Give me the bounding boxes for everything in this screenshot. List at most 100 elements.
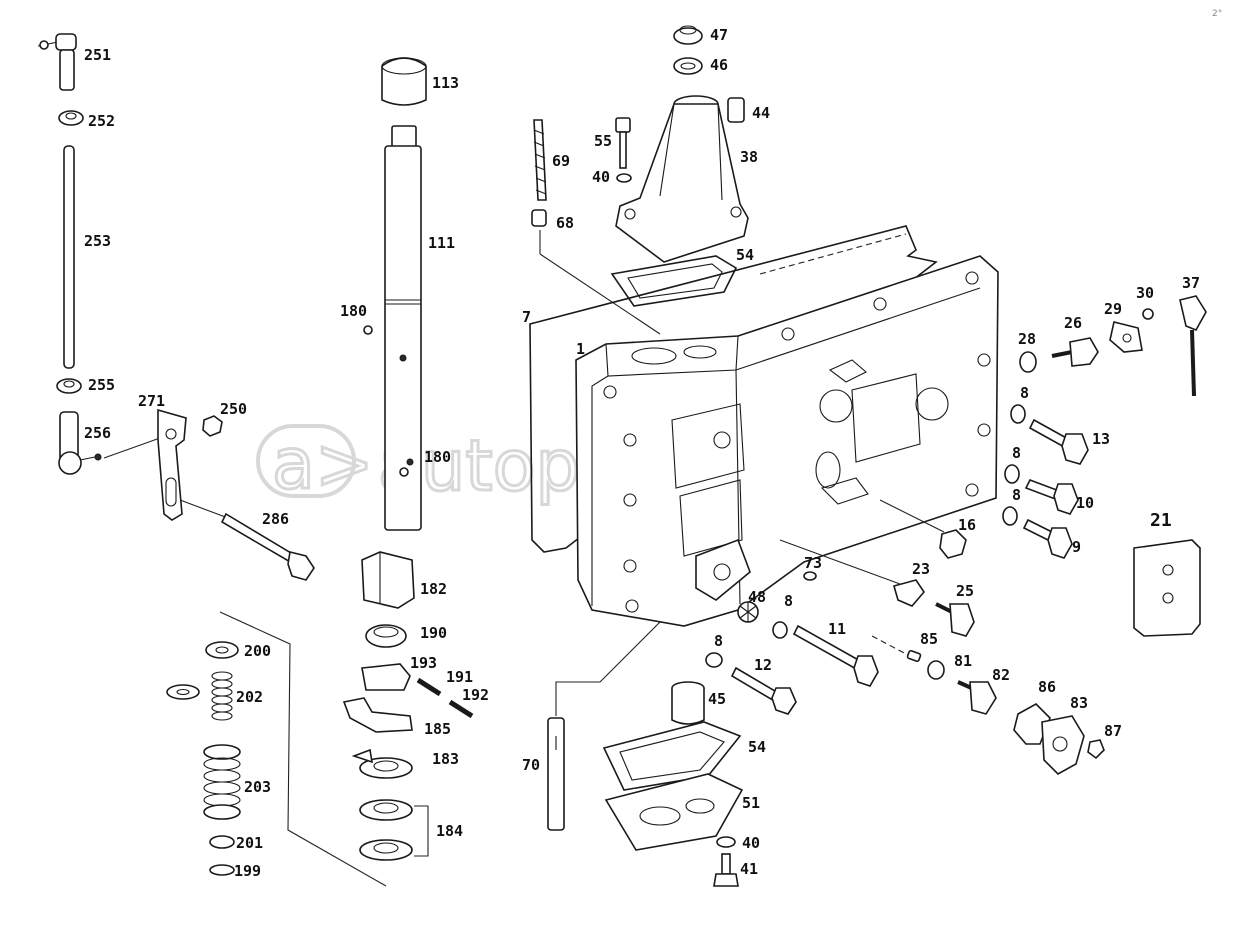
label-part-21: 21 bbox=[1150, 510, 1172, 531]
part-47-seal bbox=[673, 25, 703, 45]
watermark-logo-badge bbox=[256, 424, 356, 498]
label-part-28: 28 bbox=[1018, 330, 1036, 348]
label-part-81: 81 bbox=[954, 652, 972, 670]
part-21-cover-plate bbox=[1133, 539, 1201, 637]
label-part-45: 45 bbox=[708, 690, 726, 708]
label-part-202: 202 bbox=[236, 688, 263, 706]
label-part-182: 182 bbox=[420, 580, 447, 598]
part-252-nut bbox=[58, 110, 84, 126]
label-part-87: 87 bbox=[1104, 722, 1122, 740]
part-184-ring-upper bbox=[359, 799, 413, 821]
part-44-plug bbox=[727, 97, 745, 123]
part-87-screw bbox=[1087, 739, 1105, 760]
part-8-washer-e bbox=[705, 652, 723, 668]
label-part-23: 23 bbox=[912, 560, 930, 578]
label-part-85: 85 bbox=[920, 630, 938, 648]
part-51-cover bbox=[604, 773, 744, 851]
part-183-ring bbox=[351, 748, 413, 779]
label-part-9: 9 bbox=[1072, 538, 1081, 556]
part-54-gasket-lower bbox=[602, 721, 742, 791]
bracket-184 bbox=[414, 805, 429, 857]
part-73-ball bbox=[803, 571, 817, 581]
lead-68-housing bbox=[539, 253, 661, 335]
lead-85 bbox=[871, 635, 911, 657]
label-part-29: 29 bbox=[1104, 300, 1122, 318]
label-part-203: 203 bbox=[244, 778, 271, 796]
part-48-bearing bbox=[737, 601, 759, 623]
label-part-251: 251 bbox=[84, 46, 111, 64]
part-29-bracket bbox=[1109, 321, 1143, 353]
part-202-spring-small bbox=[211, 671, 233, 721]
part-23-bracket bbox=[893, 579, 926, 607]
lead-54 bbox=[759, 233, 907, 275]
part-7-cover-gasket bbox=[529, 225, 938, 553]
label-part-180-lower: 180 bbox=[424, 448, 451, 466]
label-part-286: 286 bbox=[262, 510, 289, 528]
label-part-16: 16 bbox=[958, 516, 976, 534]
label-part-83: 83 bbox=[1070, 694, 1088, 712]
label-part-1: 1 bbox=[576, 340, 585, 358]
label-part-8-b: 8 bbox=[1012, 444, 1021, 462]
label-part-13: 13 bbox=[1092, 430, 1110, 448]
label-part-200: 200 bbox=[244, 642, 271, 660]
label-part-70: 70 bbox=[522, 756, 540, 774]
label-part-11: 11 bbox=[828, 620, 846, 638]
label-part-113: 113 bbox=[432, 74, 459, 92]
label-part-256: 256 bbox=[84, 424, 111, 442]
part-40-washer-upper bbox=[616, 173, 632, 183]
label-part-10: 10 bbox=[1076, 494, 1094, 512]
label-part-54-lower: 54 bbox=[748, 738, 766, 756]
part-193-cam bbox=[361, 663, 411, 691]
label-part-37: 37 bbox=[1182, 274, 1200, 292]
label-part-8-a: 8 bbox=[1020, 384, 1029, 402]
part-86-gasket bbox=[1013, 703, 1051, 745]
part-191-pin bbox=[416, 677, 442, 697]
label-part-47: 47 bbox=[710, 26, 728, 44]
part-200-washer bbox=[205, 641, 239, 659]
label-part-44: 44 bbox=[752, 104, 770, 122]
lead-16 bbox=[879, 499, 945, 533]
part-26-sensor bbox=[1051, 337, 1099, 367]
part-199-ring bbox=[209, 864, 235, 876]
part-256-ball-joint bbox=[58, 411, 102, 475]
label-part-69: 69 bbox=[552, 152, 570, 170]
label-part-201: 201 bbox=[236, 834, 263, 852]
part-83-flange bbox=[1041, 715, 1085, 775]
watermark-logo-glyph: a> bbox=[272, 423, 374, 505]
part-203-spring-large bbox=[203, 744, 241, 820]
part-28-washer bbox=[1019, 351, 1037, 373]
part-68-plug bbox=[531, 209, 547, 227]
part-85-pin bbox=[906, 649, 922, 663]
label-part-193: 193 bbox=[410, 654, 437, 672]
label-part-252: 252 bbox=[88, 112, 115, 130]
part-113-cap bbox=[381, 57, 427, 106]
part-8-washer-c bbox=[1002, 506, 1018, 526]
label-part-86: 86 bbox=[1038, 678, 1056, 696]
label-part-199: 199 bbox=[234, 862, 261, 880]
part-55-bolt bbox=[615, 117, 631, 169]
part-190-bushing bbox=[365, 624, 407, 648]
label-part-8-e: 8 bbox=[714, 632, 723, 650]
part-8-washer-b bbox=[1004, 464, 1020, 484]
label-part-68: 68 bbox=[556, 214, 574, 232]
label-part-25: 25 bbox=[956, 582, 974, 600]
part-11-bolt bbox=[792, 624, 879, 687]
part-82-sensor bbox=[957, 680, 997, 715]
label-part-40-upper: 40 bbox=[592, 168, 610, 186]
part-10-bolt bbox=[1024, 478, 1079, 515]
part-37-switch bbox=[1179, 295, 1207, 397]
part-271-lever-arm bbox=[157, 408, 187, 521]
part-255-nut bbox=[56, 378, 82, 394]
label-part-26: 26 bbox=[1064, 314, 1082, 332]
label-part-46: 46 bbox=[710, 56, 728, 74]
lead-70 bbox=[555, 621, 661, 716]
part-184-ring-lower bbox=[359, 839, 413, 861]
corner-mark: 2° bbox=[1212, 9, 1222, 19]
part-46-seal bbox=[673, 57, 703, 75]
part-labels: 251 252 253 255 256 271 250 286 113 111 … bbox=[84, 26, 1200, 880]
part-1-gearbox-housing bbox=[575, 255, 999, 627]
label-part-55: 55 bbox=[594, 132, 612, 150]
part-185-lever bbox=[342, 697, 413, 733]
label-part-184: 184 bbox=[436, 822, 463, 840]
